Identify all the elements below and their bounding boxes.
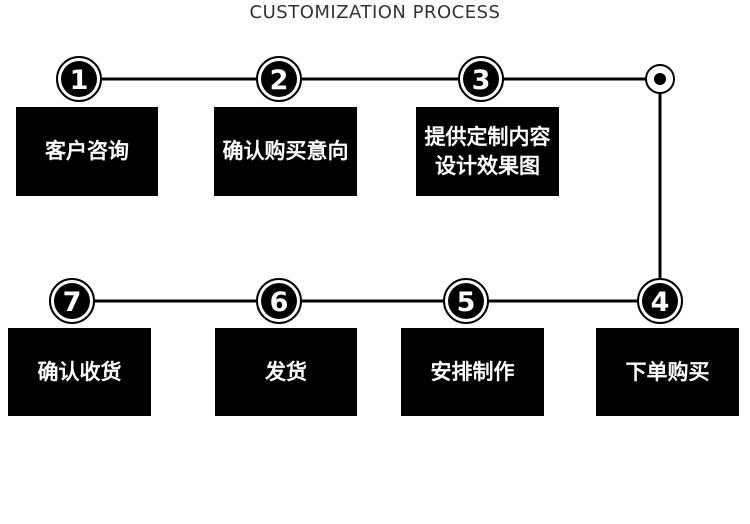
step-box-2: 确认购买意向	[214, 107, 357, 196]
step-label-5: 安排制作	[430, 359, 515, 384]
step-label-3-line-1: 提供定制内容	[424, 125, 551, 150]
step-label-4: 下单购买	[625, 359, 710, 384]
step-box-4: 下单购买	[596, 328, 739, 416]
step-label-3-line-2: 设计效果图	[435, 153, 540, 178]
step-label-7: 确认收货	[37, 359, 122, 384]
step-badge-7: 7	[49, 278, 95, 324]
step-box-1: 客户咨询	[16, 107, 158, 196]
step-number-1: 1	[70, 65, 89, 96]
step-badge-1: 1	[56, 56, 102, 102]
step-box-7: 确认收货	[8, 328, 151, 416]
step-box-6: 发货	[215, 328, 357, 416]
step-badge-5: 5	[443, 278, 489, 324]
step-badge-3: 3	[458, 56, 504, 102]
step-label-1: 客户咨询	[45, 139, 129, 164]
step-number-3: 3	[472, 65, 491, 96]
corner-marker	[645, 64, 675, 94]
step-number-4: 4	[651, 287, 670, 318]
step-label-2: 确认购买意向	[222, 139, 349, 164]
step-box-5: 安排制作	[401, 328, 544, 416]
step-label-6: 发货	[265, 359, 307, 384]
step-number-6: 6	[270, 287, 289, 318]
step-number-5: 5	[457, 287, 476, 318]
step-badge-2: 2	[256, 56, 302, 102]
step-number-7: 7	[63, 287, 82, 318]
diagram-title: CUSTOMIZATION PROCESS	[249, 2, 501, 23]
step-box-3: 提供定制内容 设计效果图	[416, 107, 559, 196]
step-badge-4: 4	[637, 278, 683, 324]
step-number-2: 2	[270, 65, 289, 96]
step-badge-6: 6	[256, 278, 302, 324]
